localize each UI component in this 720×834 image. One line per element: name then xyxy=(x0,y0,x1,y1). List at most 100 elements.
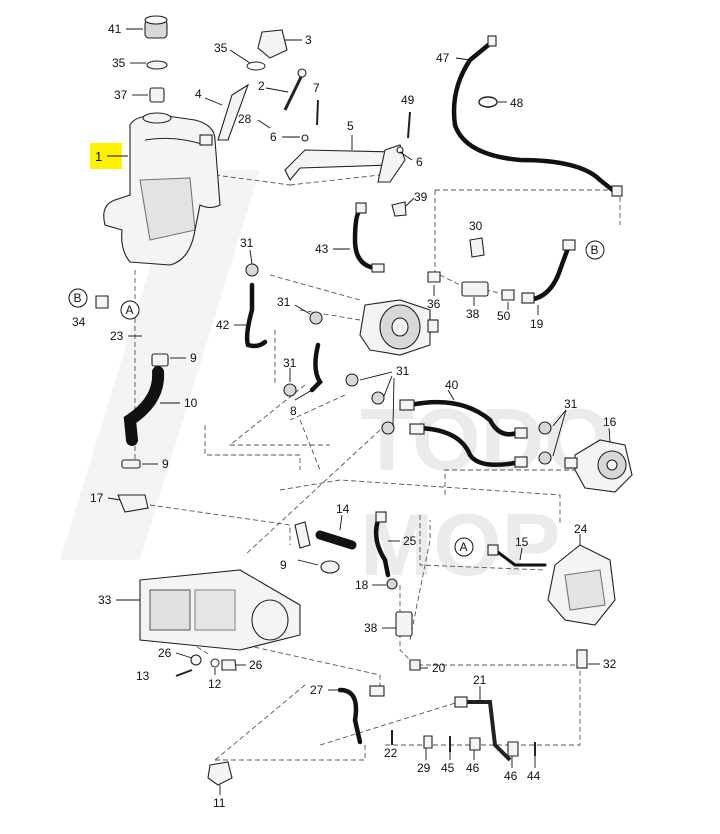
small-parts-bottom xyxy=(391,730,536,757)
fitting-20 xyxy=(409,659,421,671)
gear-pump-center xyxy=(359,299,439,356)
hose-42 xyxy=(244,263,268,349)
callout-50: 50 xyxy=(497,309,511,323)
hose-10 xyxy=(121,353,169,469)
callout-30: 30 xyxy=(469,219,483,233)
connector-b-right: B xyxy=(591,243,599,257)
callout-6-a: 6 xyxy=(270,130,277,144)
bolt-49 xyxy=(407,111,411,139)
assembly-dashed-lines xyxy=(134,174,621,761)
small-fittings-left xyxy=(175,654,237,677)
hose-43 xyxy=(352,202,385,273)
callout-12: 12 xyxy=(208,677,222,691)
callout-15: 15 xyxy=(515,535,529,549)
callout-16: 16 xyxy=(603,415,617,429)
hose-14 xyxy=(294,521,357,574)
callout-labels: 41 35 37 35 3 4 2 7 28 6 5 6 49 47 48 39… xyxy=(72,22,617,810)
callout-31-d: 31 xyxy=(396,364,410,378)
breather-cap xyxy=(246,29,288,71)
filler-tube xyxy=(217,83,250,141)
callout-4: 4 xyxy=(195,87,202,101)
callout-42: 42 xyxy=(216,318,230,332)
callout-10: 10 xyxy=(184,396,198,410)
callout-31-e: 31 xyxy=(564,397,578,411)
callout-43: 43 xyxy=(315,242,329,256)
pump-16 xyxy=(564,439,633,493)
callout-40: 40 xyxy=(445,378,459,392)
fitting-39 xyxy=(391,201,407,217)
sensor-38-top xyxy=(461,281,489,297)
callout-37: 37 xyxy=(114,88,128,102)
callout-9-a: 9 xyxy=(190,351,197,365)
fitting-11 xyxy=(207,761,233,786)
callout-48: 48 xyxy=(510,96,524,110)
callout-3: 3 xyxy=(305,33,312,47)
callout-17: 17 xyxy=(90,491,104,505)
callout-47: 47 xyxy=(436,51,450,65)
callout-34: 34 xyxy=(72,315,86,329)
callout-8: 8 xyxy=(290,404,297,418)
bolt-7 xyxy=(316,99,319,126)
callout-38-b: 38 xyxy=(364,621,378,635)
connector-b-left: B xyxy=(74,291,82,305)
callout-36: 36 xyxy=(427,297,441,311)
callout-35: 35 xyxy=(112,56,126,70)
hose-19 xyxy=(521,239,576,304)
callout-6-b: 6 xyxy=(416,155,423,169)
bracket xyxy=(284,134,406,183)
callout-14: 14 xyxy=(336,502,350,516)
callout-28: 28 xyxy=(238,112,252,126)
tee-17 xyxy=(117,494,149,513)
callout-24: 24 xyxy=(574,522,588,536)
fitting-50 xyxy=(501,289,515,301)
hydraulic-tank xyxy=(103,112,221,266)
main-pump-33 xyxy=(139,569,301,651)
callout-20: 20 xyxy=(432,661,446,675)
callout-46-a: 46 xyxy=(466,761,480,775)
callout-7: 7 xyxy=(313,81,320,95)
callout-9-c: 9 xyxy=(280,558,287,572)
callout-44: 44 xyxy=(527,769,541,783)
callout-18: 18 xyxy=(355,578,369,592)
callout-2: 2 xyxy=(258,79,265,93)
callout-39: 39 xyxy=(414,190,428,204)
callout-25: 25 xyxy=(403,534,417,548)
callout-11: 11 xyxy=(213,796,226,810)
callout-23: 23 xyxy=(110,329,124,343)
tank-cap xyxy=(144,15,168,103)
callout-31-b: 31 xyxy=(277,295,291,309)
highlight-callout-1: 1 xyxy=(90,143,128,169)
hose-25 xyxy=(373,511,398,590)
callout-26-b: 26 xyxy=(249,658,263,672)
control-valve-24 xyxy=(547,544,616,669)
callout-5: 5 xyxy=(347,119,354,133)
hose-15 xyxy=(487,544,547,567)
o-ring-48 xyxy=(478,96,498,108)
connector-a-left: A xyxy=(126,303,134,317)
fitting-31-a xyxy=(309,311,323,325)
callout-29: 29 xyxy=(417,761,431,775)
callout-49: 49 xyxy=(401,93,415,107)
sensor-38-bottom xyxy=(395,611,413,637)
callout-22: 22 xyxy=(384,746,398,760)
tube-21 xyxy=(454,696,512,762)
callout-45: 45 xyxy=(441,761,455,775)
valve-30 xyxy=(469,237,485,258)
callout-31-a: 31 xyxy=(240,236,254,250)
callout-9-b: 9 xyxy=(162,457,169,471)
connector-tags: B A B A xyxy=(68,240,605,557)
callout-35-b: 35 xyxy=(214,41,228,55)
highlight-label: 1 xyxy=(95,149,102,164)
hose-47 xyxy=(451,35,623,197)
callout-46-b: 46 xyxy=(504,769,518,783)
tee-36 xyxy=(427,271,441,283)
dipstick xyxy=(283,68,307,111)
callout-32: 32 xyxy=(603,657,617,671)
callout-19: 19 xyxy=(530,317,544,331)
hose-8 xyxy=(283,342,323,397)
callout-33: 33 xyxy=(98,593,112,607)
callout-31-c: 31 xyxy=(283,356,297,370)
callout-13: 13 xyxy=(136,669,150,683)
hose-27 xyxy=(337,685,385,745)
